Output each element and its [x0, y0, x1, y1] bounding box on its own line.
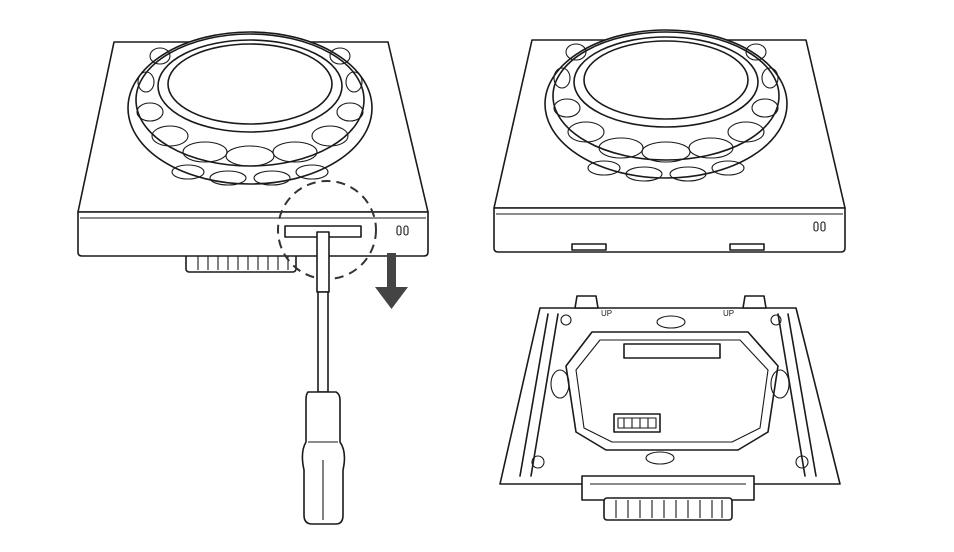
- right-indicator-icon: [813, 221, 826, 232]
- up-label-right: UP: [723, 309, 734, 318]
- right-panel-edge: [493, 207, 846, 253]
- mounting-plate: UP UP: [499, 295, 841, 521]
- plate-heatsink: [603, 497, 733, 521]
- right-device: [493, 29, 846, 253]
- left-device: [77, 31, 429, 525]
- left-knob: [127, 31, 373, 186]
- right-knob: [544, 29, 788, 182]
- arrow-down-icon: [375, 253, 408, 309]
- right-clip-left: [571, 243, 607, 251]
- right-clip-right: [729, 243, 765, 251]
- screwdriver-icon: [301, 231, 346, 525]
- left-indicator-icon: [396, 225, 409, 236]
- up-label-left: UP: [601, 309, 612, 318]
- left-panel-edge: [77, 211, 429, 257]
- terminal-block: [613, 413, 661, 433]
